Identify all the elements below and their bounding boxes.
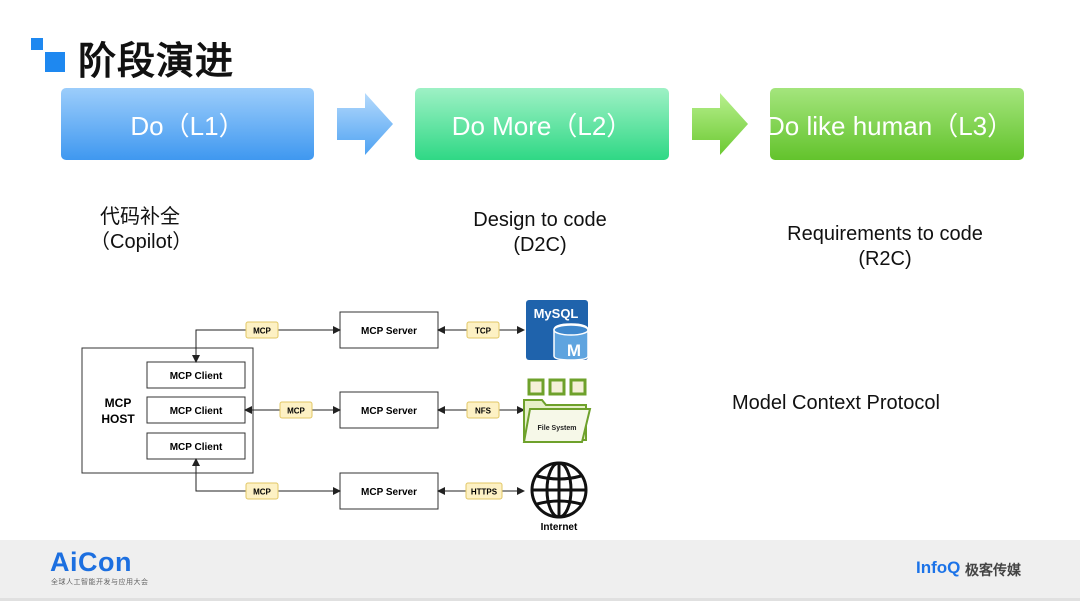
server-label: MCP Server: [361, 326, 417, 337]
mcp-tag-2: MCP: [279, 401, 313, 419]
server-label: MCP Server: [361, 406, 417, 417]
stage-desc-l3: Requirements to code (R2C): [760, 222, 1010, 272]
title-square-icon: [31, 38, 65, 72]
tag-label: MCP: [287, 407, 305, 416]
stage-desc-l2-line2: (D2C): [513, 234, 567, 256]
mysql-label: MySQL: [534, 306, 579, 321]
server-label: MCP Server: [361, 487, 417, 498]
mysql-database-icon: MySQL M: [526, 300, 589, 361]
mysql-badge: M: [567, 341, 581, 360]
mcp-server-2: MCP Server: [339, 391, 439, 429]
aicon-subtitle: 全球人工智能开发与应用大会: [51, 579, 149, 586]
mcp-tag-3: MCP: [245, 482, 279, 500]
tag-label: NFS: [475, 407, 492, 416]
file-system-label: File System: [538, 425, 577, 432]
stage-box-l3: Do like human（L3）: [770, 88, 1024, 160]
client-label: MCP Client: [170, 442, 223, 453]
transport-tag-nfs: NFS: [466, 401, 500, 419]
footer-divider: [0, 598, 1080, 601]
connector-line: [192, 458, 341, 495]
stage-desc-l2-line1: Design to code: [473, 209, 607, 231]
stage-desc-l1: 代码补全 （Copilot）: [90, 205, 230, 255]
transport-tag-https: HTTPS: [465, 482, 503, 500]
mcp-architecture-diagram: MCP HOST MCP Client MCP Client MCP Clien…: [74, 288, 600, 550]
internet-globe-icon: [530, 461, 588, 519]
stage-box-l1: Do（L1）: [61, 88, 314, 160]
transport-tag-tcp: TCP: [466, 321, 500, 339]
aicon-logo: AiCon: [50, 547, 132, 577]
footer-bar: [0, 540, 1080, 601]
infoq-cn-name: 极客传媒: [965, 562, 1021, 578]
tag-label: MCP: [253, 488, 271, 497]
stage-label-l2: Do More（L2）: [451, 110, 633, 141]
file-system-icon: File System: [522, 378, 592, 443]
stage-desc-l3-line2: (R2C): [858, 248, 912, 270]
arrow-right-icon: [337, 93, 393, 155]
mcp-client-2: MCP Client: [146, 396, 246, 424]
stage-desc-l1-line2: （Copilot）: [90, 231, 193, 253]
stage-label-l1: Do（L1）: [130, 110, 245, 141]
tag-label: HTTPS: [471, 488, 498, 497]
stage-desc-l1-line1: 代码补全: [100, 206, 180, 228]
stage-desc-l3-line1: Requirements to code: [787, 223, 983, 245]
stage-label-l3: Do like human（L3）: [770, 110, 1014, 141]
client-label: MCP Client: [170, 406, 223, 417]
client-label: MCP Client: [170, 371, 223, 382]
tag-label: MCP: [253, 327, 271, 336]
page-title: 阶段演进: [78, 39, 235, 83]
protocol-label: Model Context Protocol: [732, 392, 940, 414]
mcp-client-3: MCP Client: [146, 432, 246, 460]
mcp-server-1: MCP Server: [339, 311, 439, 349]
stage-desc-l2: Design to code (D2C): [440, 208, 640, 258]
mcp-tag-1: MCP: [245, 321, 279, 339]
host-label-line2: HOST: [101, 412, 135, 426]
tag-label: TCP: [475, 327, 492, 336]
host-label-line1: MCP: [105, 396, 132, 410]
connector-line: [192, 326, 341, 363]
mcp-server-3: MCP Server: [339, 472, 439, 510]
infoq-logo: InfoQ: [916, 558, 961, 577]
internet-label: Internet: [541, 522, 578, 533]
stage-box-l2: Do More（L2）: [415, 88, 669, 160]
mcp-client-1: MCP Client: [146, 361, 246, 389]
arrow-right-icon: [692, 93, 748, 155]
